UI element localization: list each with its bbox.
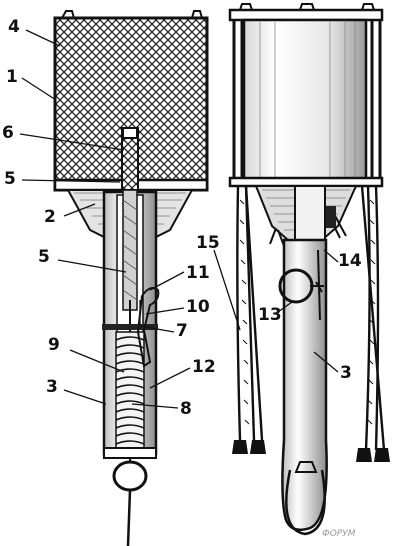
detonator-head [122, 127, 138, 139]
top-left-lug [61, 10, 75, 19]
watermark-text: ФОРУМ [322, 529, 356, 539]
label-4: 4 [8, 17, 20, 37]
right-device-exterior [228, 3, 390, 536]
leader-lines [19, 29, 339, 409]
spring-coil [115, 336, 145, 445]
bottom-loop [285, 469, 326, 536]
right-tube [281, 238, 328, 531]
label-2: 2 [44, 207, 56, 227]
pull-ring [112, 460, 148, 492]
bottom-frame [228, 176, 384, 188]
collar-band [102, 324, 158, 330]
hanging-cords [236, 185, 386, 451]
label-5b: 5 [38, 247, 50, 267]
label-7: 7 [176, 321, 188, 341]
label-9: 9 [48, 335, 60, 355]
label-6: 6 [2, 123, 14, 143]
label-11: 11 [186, 263, 210, 283]
cord-weights [232, 440, 390, 462]
label-8: 8 [180, 399, 192, 419]
label-3b: 3 [340, 363, 352, 383]
label-12: 12 [192, 357, 216, 377]
side-lever [136, 287, 160, 368]
label-5a: 5 [4, 169, 16, 189]
label-1: 1 [6, 67, 18, 87]
tube-bottom-cap [103, 447, 157, 459]
label-13: 13 [258, 305, 282, 325]
label-10: 10 [186, 297, 210, 317]
left-device-section [53, 10, 209, 546]
label-14: 14 [338, 251, 362, 271]
trip-wire [126, 489, 132, 546]
label-3a: 3 [46, 377, 58, 397]
label-15: 15 [196, 233, 220, 253]
top-right-lug [191, 10, 203, 19]
cylinder-body [242, 18, 368, 182]
top-frame [228, 8, 384, 22]
fuse-box [294, 185, 326, 247]
